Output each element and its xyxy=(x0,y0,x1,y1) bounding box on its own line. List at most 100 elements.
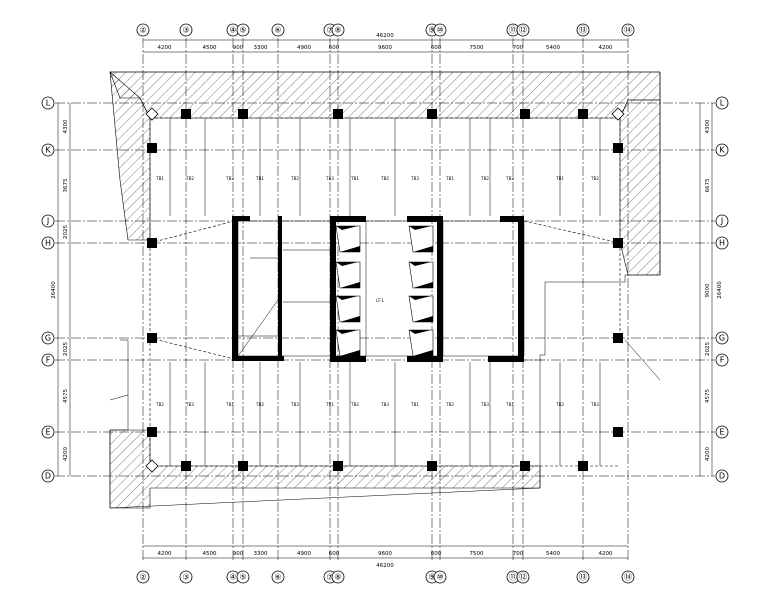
axis-label: L xyxy=(46,99,51,108)
slab-tag: TB3 xyxy=(505,176,514,181)
slab-tag: TB3 xyxy=(590,402,599,407)
slab-tag: TB3 xyxy=(225,176,234,181)
axis-label: ⑦ xyxy=(326,573,333,582)
slab-tag: TB1 xyxy=(255,176,264,181)
axis-label: ⑫ xyxy=(519,26,527,35)
column-15 xyxy=(238,461,248,471)
dim-label: 4575 xyxy=(705,389,711,403)
column-1 xyxy=(238,109,248,119)
slab-tag: TB3 xyxy=(185,402,194,407)
slab-tag: TB3 xyxy=(380,402,389,407)
axis-label: L xyxy=(720,99,725,108)
slab-tag: TB1 xyxy=(410,402,419,407)
axis-label: ⑥ xyxy=(274,26,281,35)
axis-label: J xyxy=(720,217,723,226)
dim-label: 2025 xyxy=(63,342,69,356)
dim-total-right: 26400 xyxy=(717,281,723,299)
axis-label: ② xyxy=(139,26,146,35)
dim-label: 4200 xyxy=(158,551,172,557)
dim-label: 600 xyxy=(431,45,442,51)
dim-total-left: 26400 xyxy=(51,281,57,299)
axis-label: E xyxy=(45,428,50,437)
dim-label: 4300 xyxy=(705,119,711,133)
hatched-edge-zones xyxy=(109,71,661,509)
axis-label: D xyxy=(719,472,725,481)
column-9 xyxy=(613,238,623,248)
slab-tag: TB2 xyxy=(290,176,299,181)
dim-label: 4900 xyxy=(297,551,311,557)
dim-label: 900 xyxy=(233,45,244,51)
dim-total-bottom: 46200 xyxy=(376,563,394,569)
column-16 xyxy=(333,461,343,471)
dim-label: 4300 xyxy=(63,119,69,133)
axis-label: ⑥ xyxy=(274,573,281,582)
dim-label: 700 xyxy=(513,45,524,51)
dim-label: 4200 xyxy=(63,447,69,461)
dim-label: 2025 xyxy=(705,342,711,356)
axis-label: ⑨ xyxy=(428,573,435,582)
slab-tag: TB1 xyxy=(505,402,514,407)
dim-label: 3300 xyxy=(254,45,268,51)
dim-label: 4200 xyxy=(599,45,613,51)
slab-tag: TB2 xyxy=(185,176,194,181)
dim-label: 4900 xyxy=(297,45,311,51)
column-13 xyxy=(613,427,623,437)
axis-label: ⑩ xyxy=(436,573,443,582)
axis-label: K xyxy=(45,146,51,155)
axis-label: D xyxy=(45,472,51,481)
dim-label: 7500 xyxy=(470,45,484,51)
slab-tag: TB1 xyxy=(325,402,334,407)
dim-label: 4200 xyxy=(599,551,613,557)
axis-label: ④ xyxy=(229,573,236,582)
column-18 xyxy=(520,461,530,471)
slab-tag: TB3 xyxy=(410,176,419,181)
slab-outline xyxy=(109,71,661,509)
column-0 xyxy=(181,109,191,119)
slab-tag: TB3 xyxy=(325,176,334,181)
axis-label: E xyxy=(719,428,724,437)
axis-label: ⑧ xyxy=(334,573,341,582)
axis-label: G xyxy=(45,334,51,343)
slab-tag: TB3 xyxy=(290,402,299,407)
dim-label: 2025 xyxy=(63,225,69,239)
slab-tag: TB1 xyxy=(225,402,234,407)
slab-tag: TB2 xyxy=(480,176,489,181)
core-walls xyxy=(232,216,525,362)
axis-label: ⑭ xyxy=(624,573,632,582)
slab-tags: TB1TB2TB2TB3TB3TB1TB1TB2TB2TB3TB3TB1TB1T… xyxy=(155,176,599,407)
axis-label: ⑬ xyxy=(579,26,587,35)
axis-label: H xyxy=(719,239,725,248)
dim-label: 5400 xyxy=(546,551,560,557)
axis-label: ⑦ xyxy=(326,26,333,35)
axis-label: ⑭ xyxy=(624,26,632,35)
slab-tag: TB2 xyxy=(155,402,164,407)
axis-label: ⑤ xyxy=(239,26,246,35)
slab-tag: TB1 xyxy=(555,176,564,181)
axis-label: ③ xyxy=(182,573,189,582)
column-4 xyxy=(520,109,530,119)
column-14 xyxy=(181,461,191,471)
slab-tag: TB2 xyxy=(445,402,454,407)
dim-total-top: 46200 xyxy=(376,33,394,39)
slab-tag: TB2 xyxy=(555,402,564,407)
axis-label: ⑨ xyxy=(428,26,435,35)
secondary-beams xyxy=(149,117,621,467)
axis-label: G xyxy=(719,334,725,343)
dim-label: 5400 xyxy=(546,45,560,51)
columns xyxy=(145,107,625,473)
dim-label: 7500 xyxy=(470,551,484,557)
axis-label: ⑬ xyxy=(579,573,587,582)
dim-label: 600 xyxy=(329,45,340,51)
dim-label: 700 xyxy=(513,551,524,557)
column-11 xyxy=(613,333,623,343)
column-10 xyxy=(147,333,157,343)
column-3 xyxy=(427,109,437,119)
dim-label: 600 xyxy=(329,551,340,557)
stair-wedges xyxy=(335,225,434,357)
dim-label: 3300 xyxy=(254,551,268,557)
